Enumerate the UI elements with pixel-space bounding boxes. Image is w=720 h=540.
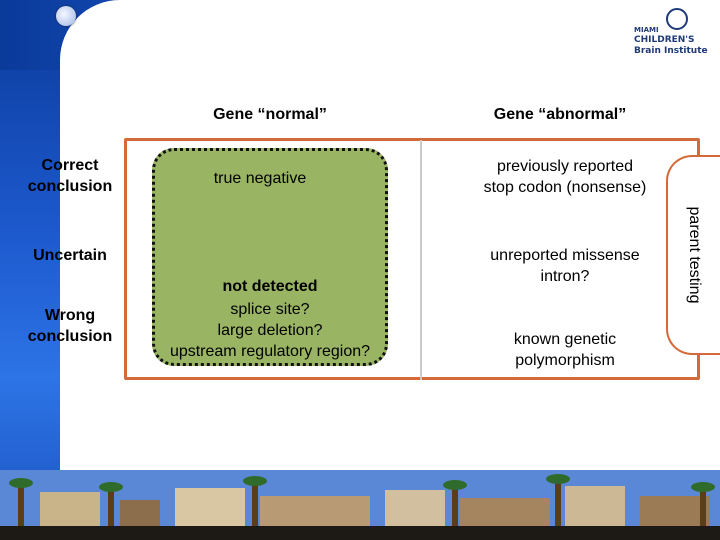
cell-unreported-missense: unreported missense intron? <box>490 247 640 285</box>
logo-seal-icon <box>666 8 688 30</box>
building-illustration <box>640 496 710 526</box>
parent-testing-label: parent testing <box>686 206 703 304</box>
palm-tree-icon <box>546 474 570 526</box>
palm-tree-icon <box>243 476 267 526</box>
cell-true-negative: true negative <box>213 170 307 187</box>
footer-dark-bar <box>0 526 720 540</box>
cell-previously-reported: previously reported stop codon (nonsense… <box>483 158 647 196</box>
building-illustration <box>260 496 370 526</box>
building-illustration <box>175 488 245 526</box>
building-illustration <box>40 492 100 526</box>
grid-column-divider <box>420 140 422 380</box>
slide-ornament-button <box>56 6 76 26</box>
logo-line-2: CHILDREN'S <box>634 35 695 45</box>
cell-not-detected-list: splice site? large deletion? upstream re… <box>169 301 371 360</box>
logo-line-1: MIAMI <box>634 26 659 34</box>
palm-tree-icon <box>99 482 123 526</box>
parent-testing-tab <box>666 155 720 355</box>
gene-normal-highlight <box>152 148 388 366</box>
building-illustration <box>120 500 160 526</box>
row-header-uncertain: Uncertain <box>33 247 107 264</box>
logo-line-3: Brain Institute <box>634 46 708 56</box>
palm-tree-icon <box>9 478 33 526</box>
palm-tree-icon <box>691 482 715 526</box>
column-header-abnormal: Gene “abnormal” <box>493 106 627 123</box>
row-header-wrong: Wrong conclusion <box>27 307 113 345</box>
building-illustration <box>565 486 625 526</box>
palm-tree-icon <box>443 480 467 526</box>
cell-not-detected-title: not detected <box>222 278 318 295</box>
building-illustration <box>385 490 445 526</box>
building-illustration <box>460 498 550 526</box>
cell-known-polymorphism: known genetic polymorphism <box>513 331 617 369</box>
column-header-normal: Gene “normal” <box>213 106 327 123</box>
brain-institute-logo: MIAMI CHILDREN'S Brain Institute <box>632 6 714 56</box>
row-header-correct: Correct conclusion <box>27 157 113 195</box>
